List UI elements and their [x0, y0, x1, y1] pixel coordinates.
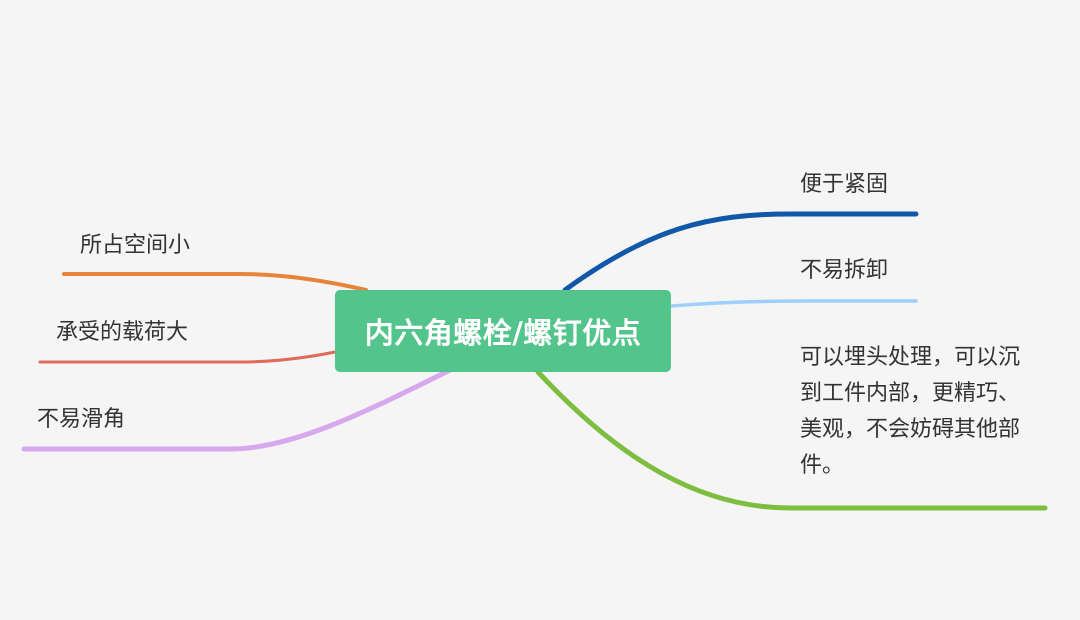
branch-label-b1[interactable]: 便于紧固	[800, 172, 889, 197]
branch-label-b4[interactable]: 所占空间小	[80, 233, 191, 258]
branch-label-b5[interactable]: 承受的载荷大	[56, 320, 189, 345]
branch-label-b3[interactable]: 可以埋头处理，可以沉到工件内部，更精巧、美观，不会妨碍其他部件。	[800, 345, 1021, 478]
connector-b6	[21, 367, 453, 452]
connector-b3	[535, 369, 1048, 511]
central-topic[interactable]: 内六角螺栓/螺钉优点	[335, 290, 671, 372]
connector-b5	[38, 350, 337, 364]
branch-label-b6[interactable]: 不易滑角	[37, 407, 126, 432]
connector-b4	[62, 272, 368, 292]
connector-b1	[562, 211, 919, 293]
branch-label-b2[interactable]: 不易拆卸	[800, 258, 889, 283]
connector-b2	[670, 299, 918, 308]
